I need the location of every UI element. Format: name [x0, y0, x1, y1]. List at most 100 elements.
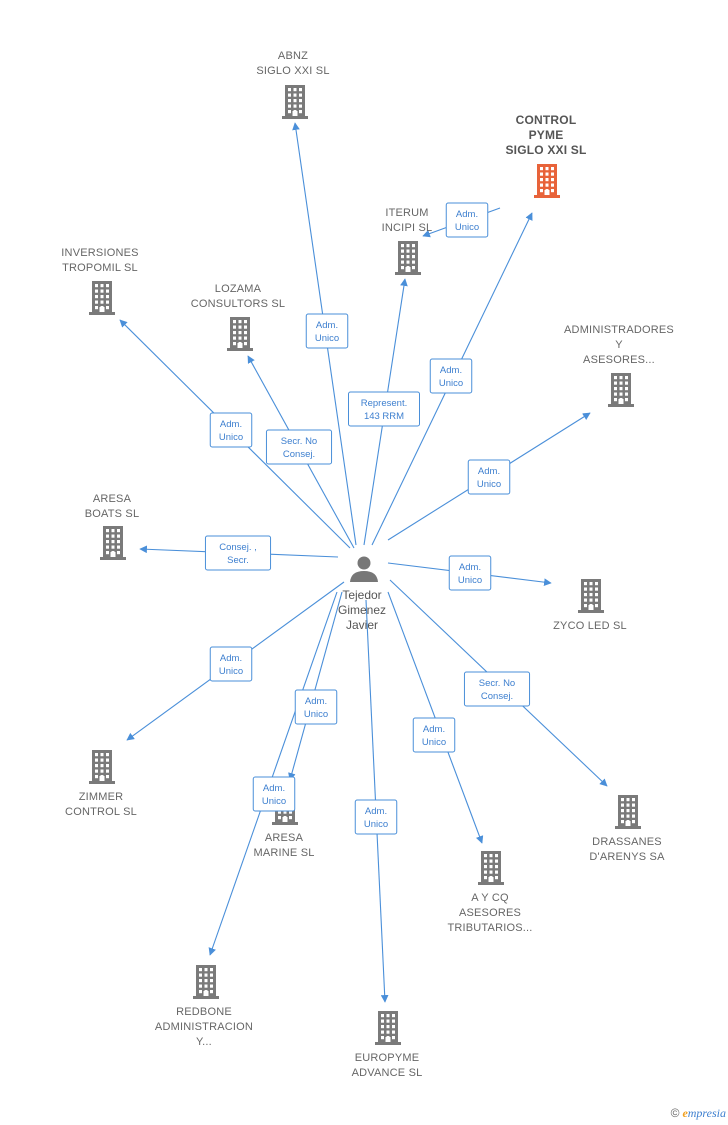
company-name-line: Y [615, 339, 623, 351]
company-name-line: EUROPYME [355, 1052, 420, 1064]
edge-label-box [354, 799, 398, 835]
company-node-iterum[interactable]: ITERUM INCIPI SL [382, 207, 433, 275]
edge-label-lozama[interactable]: Secr. No Consej. [265, 429, 333, 465]
edge-label-box [252, 776, 296, 812]
edge-label-text: Adm. [220, 653, 242, 664]
edge-label-text: Unico [304, 709, 328, 720]
edge-label-text: Unico [364, 819, 388, 830]
edge-label-iterum-from-control[interactable]: Adm. Unico [445, 202, 489, 238]
company-node-administradores[interactable]: ADMINISTRADORESYASESORES... [564, 324, 674, 407]
company-name-line: CONSULTORS SL [191, 298, 286, 310]
company-name-line: ADMINISTRADORES [564, 324, 674, 336]
edge-label-drassanes[interactable]: Secr. No Consej. [463, 671, 531, 707]
building-icon [608, 373, 634, 407]
company-node-zyco[interactable]: ZYCO LED SL [553, 579, 627, 632]
company-node-aycq[interactable]: A Y CQASESORESTRIBUTARIOS... [447, 851, 532, 934]
edge-label-text: Unico [262, 796, 286, 807]
person-name-line: Tejedor [342, 588, 381, 602]
edge-label-iterum[interactable]: Represent.143 RRM [348, 391, 420, 427]
edge-label-box [204, 535, 272, 571]
edge-label-text: Adm. [478, 466, 500, 477]
building-icon [478, 851, 504, 885]
edge-label-box [412, 717, 456, 753]
company-node-lozama[interactable]: LOZAMA CONSULTORS SL [191, 283, 286, 351]
edge-label-europyme[interactable]: Adm.Unico [354, 799, 398, 835]
edge-label-text: Adm. [423, 724, 445, 735]
company-name-line: CONTROL [516, 113, 577, 127]
edge-label-text: Unico [477, 479, 501, 490]
edge-label-text: Adm. [456, 209, 478, 220]
edge-label-box [209, 646, 253, 682]
company-name-line: BOATS SL [85, 508, 140, 520]
building-icon [534, 164, 560, 198]
edge-label-text: Unico [439, 378, 463, 389]
company-name-line: ITERUM [385, 207, 428, 219]
edge-label-zimmer[interactable]: Adm. Unico [209, 646, 253, 682]
person-icon [350, 556, 378, 582]
edge-label-aresa-boats[interactable]: Consej. ,Secr. [204, 535, 272, 571]
company-node-aresa-boats[interactable]: ARESA BOATS SL [85, 493, 140, 560]
edge-aresa-marine [288, 591, 343, 781]
company-name-line: ZYCO LED SL [553, 620, 627, 632]
edge-label-inversiones[interactable]: Adm.Unico [209, 412, 253, 448]
company-node-abnz[interactable]: ABNZ SIGLO XXI SL [256, 50, 329, 119]
edge-label-text: Adm. [316, 320, 338, 331]
company-name-line: SIGLO XXI SL [256, 65, 329, 77]
edge-label-administradores[interactable]: Adm. Unico [467, 459, 511, 495]
building-icon [193, 965, 219, 999]
edge-label-aresa-marine[interactable]: Adm. Unico [294, 689, 338, 725]
company-name-line: INCIPI SL [382, 222, 433, 234]
company-name-line: DRASSANES [592, 836, 662, 848]
edge-label-box [448, 555, 492, 591]
company-name-line: ADMINISTRACION [155, 1021, 253, 1033]
edge-label-zyco[interactable]: Adm.Unico [448, 555, 492, 591]
edge-redbone [208, 591, 338, 956]
company-name-line: TRIBUTARIOS... [447, 922, 532, 934]
edge-label-redbone[interactable]: Adm. Unico [252, 776, 296, 812]
building-icon [227, 317, 253, 351]
edge-label-text: Secr. No [479, 678, 515, 689]
edge-label-box [463, 671, 531, 707]
building-icon [100, 526, 126, 560]
edge-label-box [265, 429, 333, 465]
edge-label-text: Secr. No [281, 436, 317, 447]
edge-label-box [305, 313, 349, 349]
empresia-watermark[interactable]: © empresia [671, 1106, 726, 1121]
edge-label-text: Represent. [361, 398, 407, 409]
edge-label-text: Adm. [263, 783, 285, 794]
edge-label-text: Consej. [481, 691, 513, 702]
edge-label-text: Unico [422, 737, 446, 748]
edge-label-text: Unico [455, 222, 479, 233]
edge-label-box [445, 202, 489, 238]
edge-label-box [294, 689, 338, 725]
company-name-line: LOZAMA [215, 283, 262, 295]
company-name-line: ABNZ [278, 50, 308, 62]
edge-label-abnz[interactable]: Adm. Unico [305, 313, 349, 349]
edge-label-text: Adm. [305, 696, 327, 707]
edge-label-control-pyme[interactable]: Adm.Unico [429, 358, 473, 394]
company-node-redbone[interactable]: REDBONEADMINISTRACIONY... [155, 965, 253, 1048]
edge-label-box [348, 391, 420, 427]
copyright-symbol: © [670, 1106, 680, 1120]
edge-label-aycq[interactable]: Adm. Unico [412, 717, 456, 753]
edge-label-text: Consej. , [219, 542, 257, 553]
edge-label-text: Unico [315, 333, 339, 344]
edge-label-text: Unico [219, 666, 243, 677]
building-icon [375, 1011, 401, 1045]
building-icon [615, 795, 641, 829]
edge-label-text: Consej. [283, 449, 315, 460]
edge-label-text: Adm. [220, 419, 242, 430]
company-name-line: ARESA [265, 832, 304, 844]
brand-initial: e [682, 1106, 688, 1120]
building-icon [395, 241, 421, 275]
company-name-line: ARESA [93, 493, 132, 505]
company-name-line: INVERSIONES [61, 247, 138, 259]
company-name-line: SIGLO XXI SL [505, 143, 586, 157]
